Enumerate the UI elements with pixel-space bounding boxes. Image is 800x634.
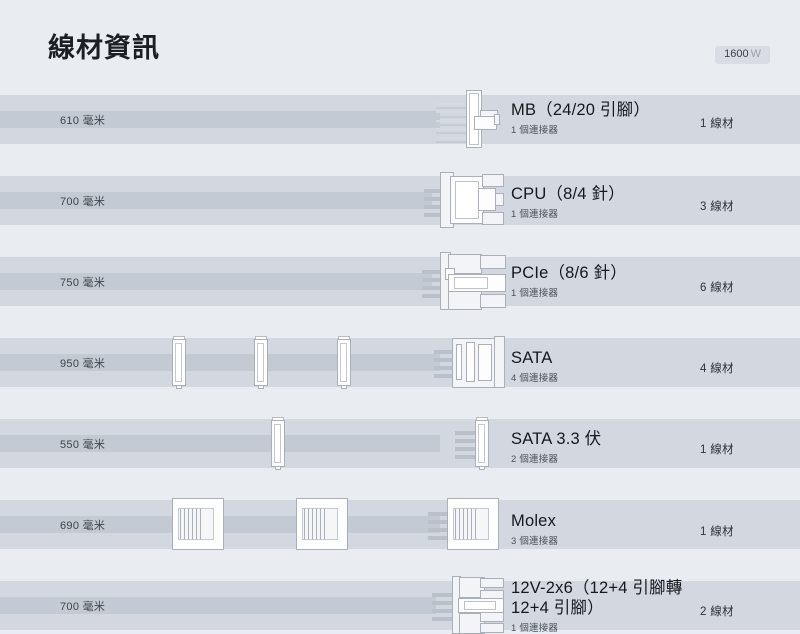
row-spacer (0, 484, 800, 500)
cable-meta: Molex 3 個連接器 (511, 511, 686, 547)
cable-length: 550 毫米 (60, 439, 106, 451)
cable-connectors: 4 個連接器 (511, 373, 559, 384)
cable-bar (0, 192, 432, 209)
cable-bar (0, 435, 440, 452)
cable-connectors: 3 個連接器 (511, 536, 559, 547)
cable-length: 700 毫米 (60, 196, 106, 208)
cable-count: 6 線材 (700, 282, 734, 294)
row-spacer (0, 403, 800, 419)
v12-pin-fan (432, 593, 458, 625)
cable-length: 750 毫米 (60, 277, 106, 289)
cable-name: 12V-2x6（12+4 引腳轉 12+4 引腳） (511, 579, 683, 617)
cable-rows: 610 毫米 MB（24/20 引腳） 1 個連接器 1 線材 700 毫米 (0, 90, 800, 634)
sata-inline-connector-icon (336, 336, 352, 389)
row-spacer (0, 565, 800, 581)
cable-meta: SATA 3.3 伏 2 個連接器 (511, 429, 686, 465)
cable-connectors: 1 個連接器 (511, 623, 559, 634)
cable-bar (0, 273, 432, 290)
cable-row-sata33: 550 毫米 SATA 3.3 伏 2 個連接器 1 線材 (0, 417, 800, 484)
pcie-connector-icon (440, 252, 512, 312)
cable-row-molex: 690 毫米 Molex 3 個連接器 1 線材 (0, 498, 800, 565)
cable-bar (0, 111, 440, 128)
cable-connectors: 1 個連接器 (511, 209, 559, 220)
cable-row-sata: 950 毫米 SATA 4 個 (0, 336, 800, 403)
cable-name: PCIe（8/6 針） (511, 264, 627, 282)
row-spacer (0, 322, 800, 338)
power-unit: W (750, 48, 761, 60)
sata-end-connector-icon (452, 336, 508, 388)
cable-name: Molex (511, 512, 557, 530)
cable-connectors: 1 個連接器 (511, 288, 559, 299)
mb-connector-icon (466, 90, 512, 150)
cpu-pin-fan (424, 189, 446, 221)
cable-length: 700 毫米 (60, 601, 106, 613)
v12-connector-icon (452, 576, 512, 634)
sata33-end-connector-icon (474, 417, 490, 470)
cable-row-pcie: 750 毫米 PCIe（8/6 針） 1 個連接器 6 線材 (0, 252, 800, 322)
molex-inline-connector-icon (172, 498, 224, 550)
cable-connectors: 2 個連接器 (511, 454, 559, 465)
page-title: 線材資訊 (48, 33, 160, 63)
cable-name: SATA (511, 349, 553, 367)
cable-count: 1 線材 (700, 526, 734, 538)
pcie-pin-fan (422, 270, 446, 302)
cable-count: 3 線材 (700, 201, 734, 213)
row-spacer (0, 160, 800, 176)
cable-count: 1 線材 (700, 444, 734, 456)
sata33-inline-connector-icon (270, 417, 286, 470)
sata33-pin-fan (455, 431, 477, 463)
power-value: 1600 (724, 48, 749, 60)
cable-count: 4 線材 (700, 363, 734, 375)
cable-meta: 12V-2x6（12+4 引腳轉 12+4 引腳） 1 個連接器 (511, 578, 686, 634)
cable-meta: PCIe（8/6 針） 1 個連接器 (511, 263, 686, 299)
cable-meta: CPU（8/4 針） 1 個連接器 (511, 184, 686, 220)
molex-pin-fan (428, 512, 450, 544)
cable-count: 2 線材 (700, 606, 734, 618)
molex-inline-connector-icon (296, 498, 348, 550)
cable-length: 610 毫米 (60, 115, 106, 127)
cable-row-12v2x6: 700 毫米 12V-2x6（12+4 引腳轉 12+4 引腳） 1 個連接器 (0, 576, 800, 634)
cable-bar (0, 354, 440, 371)
sata-inline-connector-icon (171, 336, 187, 389)
cable-meta: SATA 4 個連接器 (511, 348, 686, 384)
cpu-connector-icon (440, 172, 510, 230)
row-spacer (0, 241, 800, 257)
cable-row-mb: 610 毫米 MB（24/20 引腳） 1 個連接器 1 線材 (0, 90, 800, 160)
mb-wire-ribbon (436, 103, 468, 145)
cable-length: 950 毫米 (60, 358, 106, 370)
cable-name: CPU（8/4 針） (511, 185, 625, 203)
molex-end-connector-icon (447, 498, 499, 550)
cable-bar (0, 597, 436, 614)
cable-connectors: 1 個連接器 (511, 125, 559, 136)
cable-length: 690 毫米 (60, 520, 106, 532)
cable-count: 1 線材 (700, 118, 734, 130)
cable-name: MB（24/20 引腳） (511, 101, 651, 119)
sata-pin-fan (434, 350, 456, 382)
cable-row-cpu: 700 毫米 CPU（8/4 針） 1 個連接器 3 線材 (0, 172, 800, 241)
cable-name: SATA 3.3 伏 (511, 430, 602, 448)
sata-inline-connector-icon (253, 336, 269, 389)
cable-meta: MB（24/20 引腳） 1 個連接器 (511, 100, 686, 136)
